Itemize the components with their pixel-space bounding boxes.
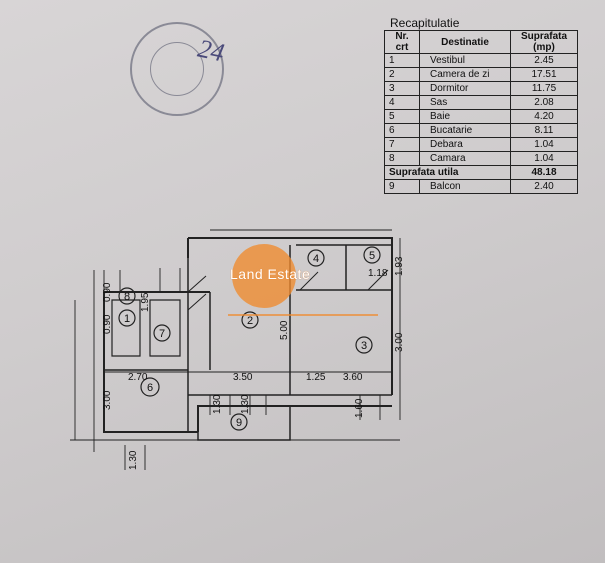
room-circle bbox=[118, 287, 136, 305]
dimension-label: 2.70 bbox=[128, 372, 148, 383]
room-circle bbox=[153, 324, 171, 342]
room-circle bbox=[118, 309, 136, 327]
room-number: 6 bbox=[147, 382, 153, 394]
room-number: 8 bbox=[124, 291, 130, 303]
dimension-label: 1.25 bbox=[306, 372, 326, 383]
table-row: 2 Camera de zi 17.51 bbox=[384, 67, 578, 82]
table-row: 4 Sas 2.08 bbox=[384, 95, 578, 110]
room-number: 5 bbox=[369, 250, 375, 262]
dimension-label: 0.90 bbox=[102, 314, 113, 334]
watermark-logo-text: Land Estate bbox=[230, 266, 311, 282]
room-circle bbox=[140, 377, 160, 397]
dimension-label: 1.60 bbox=[354, 398, 365, 418]
dimension-label: 3.60 bbox=[343, 372, 363, 383]
dimension-label: 3.50 bbox=[233, 372, 253, 383]
dimension-labels: 2.70 3.50 1.25 3.60 3.00 5.00 3.00 1.93 … bbox=[102, 256, 405, 470]
room-numbers: 1 2 3 4 5 6 7 8 9 bbox=[124, 250, 375, 429]
dimension-label: 3.00 bbox=[102, 390, 113, 410]
table-row: 3 Dormitor 11.75 bbox=[384, 81, 578, 96]
table-row: 8 Camara 1.04 bbox=[384, 151, 578, 166]
dimension-label: 3.00 bbox=[394, 332, 405, 352]
dimension-label: 0.90 bbox=[102, 282, 113, 302]
cell-suprafata: 2.40 bbox=[510, 179, 578, 194]
plan-dimension-lines bbox=[70, 229, 401, 470]
table-row: 9 Balcon 2.40 bbox=[384, 179, 578, 194]
room-number: 7 bbox=[159, 328, 165, 340]
dimension-label: 5.00 bbox=[279, 320, 290, 340]
room-circle bbox=[307, 249, 325, 267]
room-number: 9 bbox=[236, 417, 242, 429]
room-circle bbox=[363, 246, 381, 264]
stamp-inner-ring bbox=[150, 42, 204, 96]
room-number: 3 bbox=[361, 340, 367, 352]
dimension-label: 1.95 bbox=[140, 292, 151, 312]
recap-table: Nr. crt Destinatie Suprafata (mp) 1 Vest… bbox=[384, 30, 578, 194]
room-circle bbox=[241, 311, 259, 329]
room-circles bbox=[118, 246, 381, 431]
cadastre-stamp bbox=[130, 22, 224, 116]
watermark-underline bbox=[228, 314, 378, 316]
dimension-label: 1.30 bbox=[128, 450, 139, 470]
room-number: 1 bbox=[124, 313, 130, 325]
table-row: 5 Baie 4.20 bbox=[384, 109, 578, 124]
dimension-label: 1.93 bbox=[394, 256, 405, 276]
dimension-label: 1.30 bbox=[212, 394, 223, 414]
room-circle bbox=[355, 336, 373, 354]
table-row: 6 Bucatarie 8.11 bbox=[384, 123, 578, 138]
room-number: 2 bbox=[247, 315, 253, 327]
room-circle bbox=[230, 413, 248, 431]
room-number: 4 bbox=[313, 253, 319, 265]
dimension-label: 1.18 bbox=[368, 268, 388, 279]
recap-title: Recapitulatie bbox=[390, 16, 460, 30]
watermark-logo-circle bbox=[232, 244, 296, 308]
dimension-label: 1.30 bbox=[240, 394, 251, 414]
